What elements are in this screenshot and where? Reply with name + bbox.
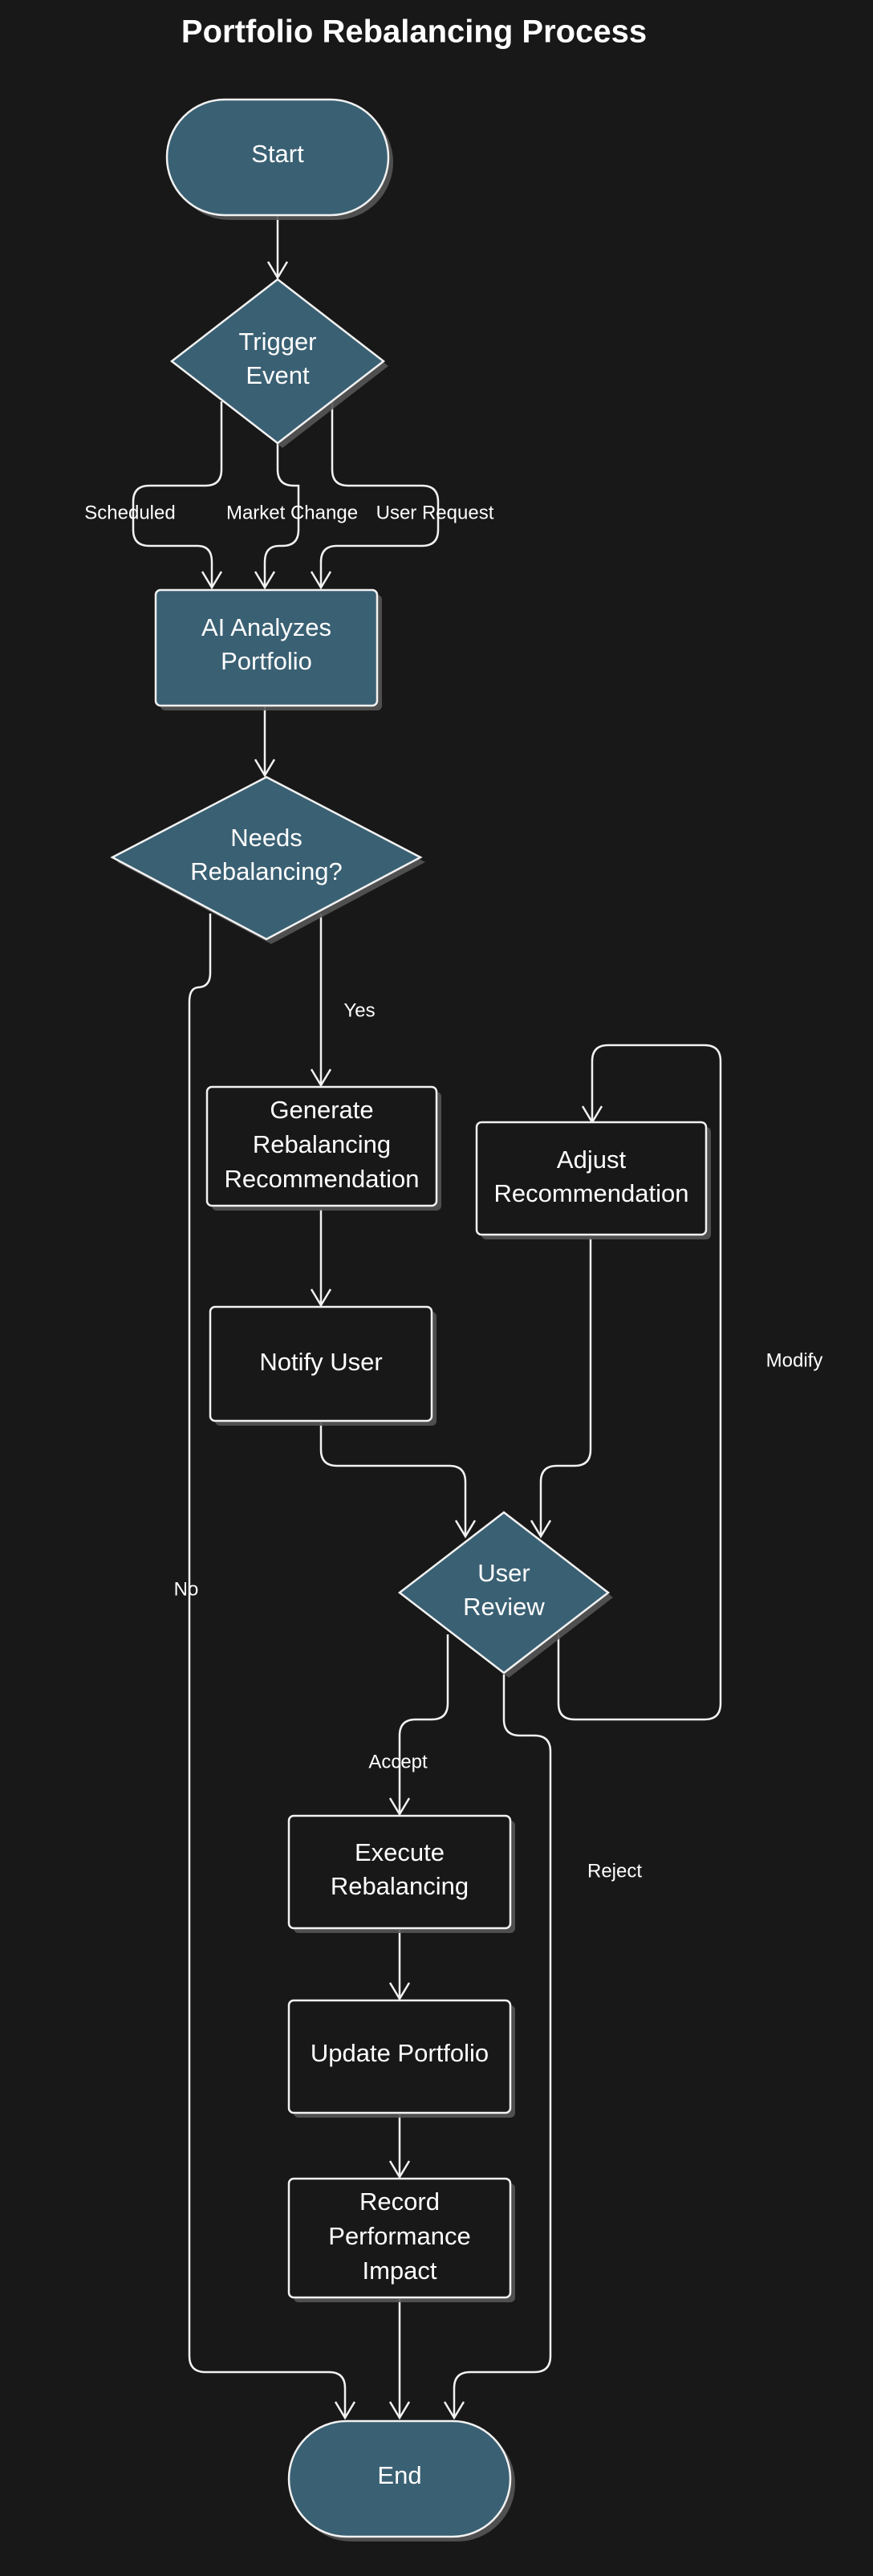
node-user-review: User Review [397,1511,613,1678]
node-label: Record [359,2187,440,2216]
diagram-title: Portfolio Rebalancing Process [181,14,647,50]
node-label: Start [251,140,304,168]
edge-label-reject: Reject [587,1860,642,1882]
node-label: Portfolio [221,647,312,675]
node-update-portfolio: Update Portfolio [287,1999,515,2118]
edge-accept [398,1634,449,1814]
arrowhead [254,759,276,778]
edge-user-request [319,401,440,588]
node-notify-user: Notify User [209,1305,436,1426]
arrowhead [388,1982,411,2001]
arrowhead [310,1288,332,1308]
node-label: Adjust [557,1146,627,1174]
arrowhead [254,571,276,590]
edge-label-no: No [174,1578,199,1600]
arrowhead [310,1068,332,1088]
node-label: Execute [355,1838,445,1866]
node-label: Generate [270,1096,373,1124]
edges [132,215,722,2420]
arrowhead [266,261,289,280]
arrowhead [334,2401,356,2420]
edge-no [188,914,347,2418]
edge-reject [453,1675,552,2418]
node-trigger-event: Trigger Event [169,278,388,448]
edge-label-yes: Yes [343,999,375,1021]
node-label: Trigger [238,328,316,356]
edge-label-scheduled: Scheduled [84,502,175,523]
node-label: Review [463,1593,545,1621]
edge-label-accept: Accept [368,1751,428,1772]
node-end: End [287,2419,515,2541]
node-execute-rebalancing: Execute Rebalancing [287,1814,515,1933]
node-label: AI Analyzes [201,613,331,641]
node-needs-rebalancing: Needs Rebalancing? [110,775,425,944]
node-label: End [377,2461,421,2489]
node-label: Recommendation [494,1179,689,1207]
edge-label-user-request: User Request [376,502,494,523]
edge-notify-review [319,1422,467,1536]
node-label: Update Portfolio [311,2039,489,2067]
node-label: Impact [362,2257,436,2285]
node-ai-analyzes-portfolio: AI Analyzes Portfolio [154,588,382,710]
edge-label-market-change: Market Change [226,502,358,523]
edge-label-modify: Modify [766,1349,823,1371]
arrowhead [530,1520,552,1539]
node-label: Rebalancing? [190,857,343,885]
arrowhead [388,1797,411,1817]
node-generate-recommendation: Generate Rebalancing Recommendation [205,1085,441,1211]
node-label: Recommendation [225,1165,420,1193]
node-label: Rebalancing [331,1872,469,1900]
node-label: Needs [230,824,303,852]
node-start: Start [165,98,393,220]
edge-adjust-review [539,1238,592,1536]
arrowhead [388,2401,411,2420]
node-label: Event [246,361,310,389]
arrowhead [201,571,223,590]
node-label: User [477,1559,530,1587]
node-label: Notify User [259,1348,382,1376]
arrowhead [443,2401,465,2420]
arrowhead [454,1520,477,1539]
node-adjust-recommendation: Adjust Recommendation [475,1121,711,1239]
edge-labels: Scheduled Market Change User Request Yes… [84,502,822,1882]
edge-market-change [263,442,300,588]
node-record-performance-impact: Record Performance Impact [287,2177,515,2302]
arrowhead [310,571,332,590]
edge-scheduled [132,401,223,588]
edge-modify [557,1044,722,1721]
node-label: Performance [328,2222,470,2250]
arrowhead [388,2160,411,2179]
node-label: Rebalancing [253,1130,391,1158]
